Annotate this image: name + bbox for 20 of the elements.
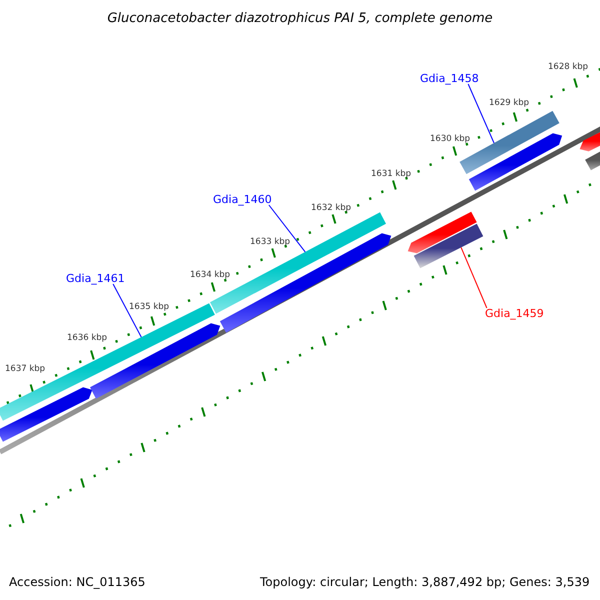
tick-label: 1631 kbp — [371, 170, 412, 178]
gene-label: Gdia_1461 — [66, 273, 125, 284]
title: Gluconacetobacter diazotrophicus PAI 5, complete genome — [106, 12, 494, 25]
tick-label: 1633 kbp — [250, 238, 290, 246]
gene-label: Gdia_1460 — [213, 194, 272, 205]
leader-line — [112, 284, 142, 338]
leader-line — [460, 246, 488, 308]
gene-label: Gdia_1458 — [420, 73, 479, 84]
tick-label: 1628 kbp — [548, 63, 588, 72]
tick-label: 1634 kbp — [190, 271, 230, 280]
tick-label: 1630 kbp — [430, 135, 470, 144]
gene-bar — [414, 224, 484, 268]
genome-summary-text: Topology: circular; Length: 3,887,492 bp; Genes: 3,539 — [260, 576, 590, 588]
tick-label: 1635 kbp — [129, 303, 170, 312]
gene-label: Gdia_1459 — [485, 308, 544, 319]
tick-label: 1637 kbp — [5, 365, 46, 374]
tick-label: 1636 kbp — [67, 334, 108, 342]
gene-bar — [210, 212, 386, 314]
leader-line — [268, 204, 306, 252]
accession-text: Accession: NC_011365 — [9, 576, 146, 588]
